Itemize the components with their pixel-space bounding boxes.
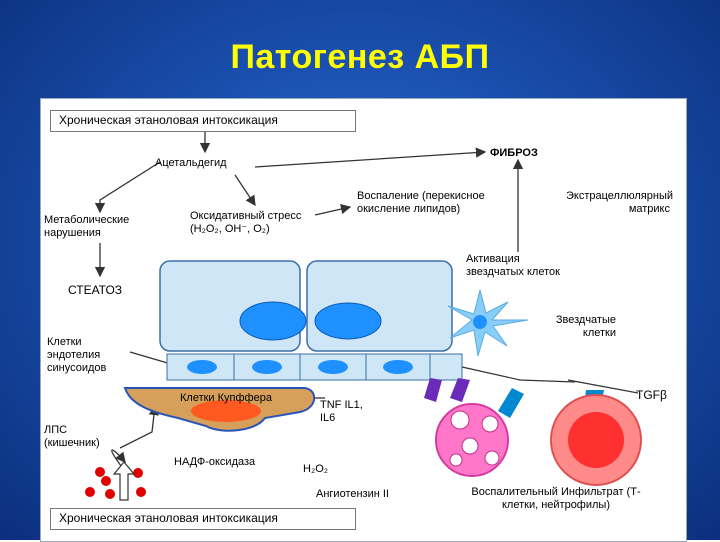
arrow-lps-to-kupffer [119, 404, 160, 449]
tnf-label: TNF IL1, IL6 [320, 399, 363, 424]
arrow-acetaldehyde-to-oxidative [234, 174, 256, 207]
lps-up-arrow [112, 461, 136, 501]
h2o2-label: H₂O₂ [303, 463, 329, 475]
ecm-label: Экстрацеллюлярный матрикс [566, 190, 674, 215]
stellate-cells-label: Звездчатые клетки [555, 314, 616, 339]
angiotensin-label: Ангиотензин II [316, 488, 389, 500]
nadph-oxidase-label: НАДФ-оксидаза [174, 456, 256, 468]
hepatocyte-cells [159, 260, 453, 352]
stellate-activation-label: Активация звездчатых клеток [466, 253, 560, 278]
lymphocyte-cell [550, 394, 642, 486]
acetaldehyde-label: Ацетальдегид [155, 157, 227, 169]
endothelium-strip [166, 353, 463, 381]
stellate-cell [447, 289, 529, 357]
line-tgf-to-cells [567, 379, 639, 394]
oxidative-stress-line1: Оксидативный стресс [190, 210, 302, 222]
lps-label: ЛПС (кишечник) [44, 424, 100, 449]
chronic-intoxication-top: Хроническая этаноловая интоксикация [59, 113, 278, 127]
slide-title: Патогенез АБП [230, 38, 490, 76]
infiltrate-label: Воспалительный Инфильтрат (Т-клетки, ней… [471, 486, 641, 511]
arrow-acetaldehyde-to-metabolic [94, 161, 161, 214]
arrow-oxidative-to-inflammation [314, 203, 352, 216]
chronic-intoxication-bottom: Хроническая этаноловая интоксикация [59, 511, 278, 525]
inflammation-label: Воспаление (перекисное окисление липидов… [357, 190, 485, 215]
endothelium-label: Клетки эндотелия синусоидов [47, 336, 107, 374]
fibrosis-label: ФИБРОЗ [490, 147, 538, 159]
tgf-beta-label: TGFβ [636, 388, 667, 402]
oxidative-stress-line2: (H₂O₂, OH⁻, O₂) [190, 223, 270, 235]
steatosis-label: СТЕАТОЗ [68, 283, 123, 297]
chronic-intoxication-top-box: Хроническая этаноловая интоксикация [50, 110, 356, 132]
neutrophil-cell [435, 403, 509, 477]
oxidative-stress-label: Оксидативный стресс (H₂O₂, OH⁻, O₂) [190, 210, 320, 236]
hepatocyte-right-nucleus [314, 302, 382, 340]
metabolic-label: Метаболические нарушения [44, 214, 130, 239]
arrow-acetaldehyde-to-fibrosis [254, 147, 487, 168]
hepatocyte-left-nucleus [239, 301, 307, 341]
lps-dots [85, 467, 146, 499]
kupffer-label: Клетки Купффера [180, 392, 272, 404]
chronic-intoxication-bottom-box: Хроническая этаноловая интоксикация [50, 508, 356, 530]
kupffer-cell [123, 387, 316, 432]
